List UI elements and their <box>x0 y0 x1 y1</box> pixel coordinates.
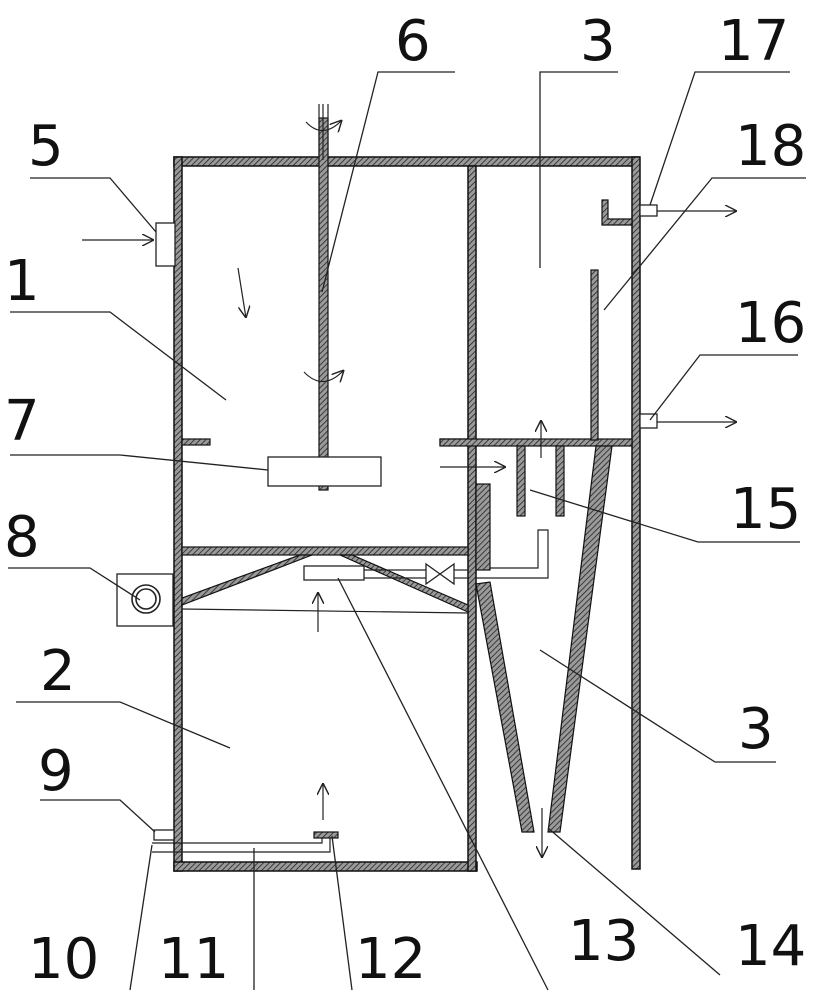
flow-arrow-down <box>237 267 246 318</box>
return-pipe <box>476 529 549 579</box>
left-baffle <box>181 438 211 446</box>
labels: 5 6 3 17 18 1 16 7 15 8 2 3 9 10 11 12 1… <box>4 9 806 992</box>
separator-floor <box>439 438 633 447</box>
valve[interactable] <box>425 562 455 586</box>
distributor-12 <box>313 831 339 839</box>
bottom-wall <box>173 861 478 872</box>
wall-block <box>475 483 491 571</box>
label-16: 16 <box>735 291 806 356</box>
hood-right <box>339 554 469 613</box>
label-12: 12 <box>355 927 426 992</box>
stub-b <box>555 445 565 517</box>
label-14: 14 <box>735 914 806 979</box>
label-9: 9 <box>38 739 74 804</box>
central-wall <box>467 165 477 872</box>
partition-plate <box>181 546 469 556</box>
label-1: 1 <box>4 249 40 314</box>
label-13: 13 <box>568 909 639 974</box>
label-3-bottom: 3 <box>738 697 774 762</box>
pump-8 <box>116 573 174 627</box>
inner-baffle-18 <box>590 269 599 441</box>
label-15: 15 <box>730 477 801 542</box>
label-3-top: 3 <box>580 9 616 74</box>
hopper-left <box>475 581 535 833</box>
rotation-arrow-mid <box>303 370 344 382</box>
label-18: 18 <box>735 114 806 179</box>
pump-ring-inner <box>135 588 157 610</box>
stirrer-shaft <box>318 117 329 491</box>
outer-vessel <box>173 156 641 872</box>
top-wall <box>173 156 640 167</box>
mixing-chamber <box>181 104 506 491</box>
inlet-nozzle-9 <box>153 829 175 841</box>
inlet-5 <box>82 222 176 267</box>
hood-left <box>181 554 313 606</box>
outlet-port-16 <box>639 413 658 429</box>
separator <box>439 199 737 858</box>
rotation-arrow-top <box>305 120 342 131</box>
label-5: 5 <box>28 114 64 179</box>
collector-13 <box>303 565 365 581</box>
outlet-elbow <box>601 199 633 226</box>
impeller <box>267 456 382 487</box>
label-11: 11 <box>158 927 229 992</box>
label-7: 7 <box>4 389 40 454</box>
label-6: 6 <box>395 9 431 74</box>
settling-chamber <box>152 783 339 853</box>
label-8: 8 <box>4 505 40 570</box>
leader-lines <box>8 71 806 991</box>
label-2: 2 <box>40 639 76 704</box>
right-wall <box>631 156 641 870</box>
partition <box>181 529 549 632</box>
stub-a <box>516 445 526 517</box>
outlet-port-17 <box>639 204 658 217</box>
hopper-right <box>547 445 613 833</box>
inlet-port <box>155 222 176 267</box>
label-10: 10 <box>28 927 99 992</box>
label-17: 17 <box>718 9 789 74</box>
